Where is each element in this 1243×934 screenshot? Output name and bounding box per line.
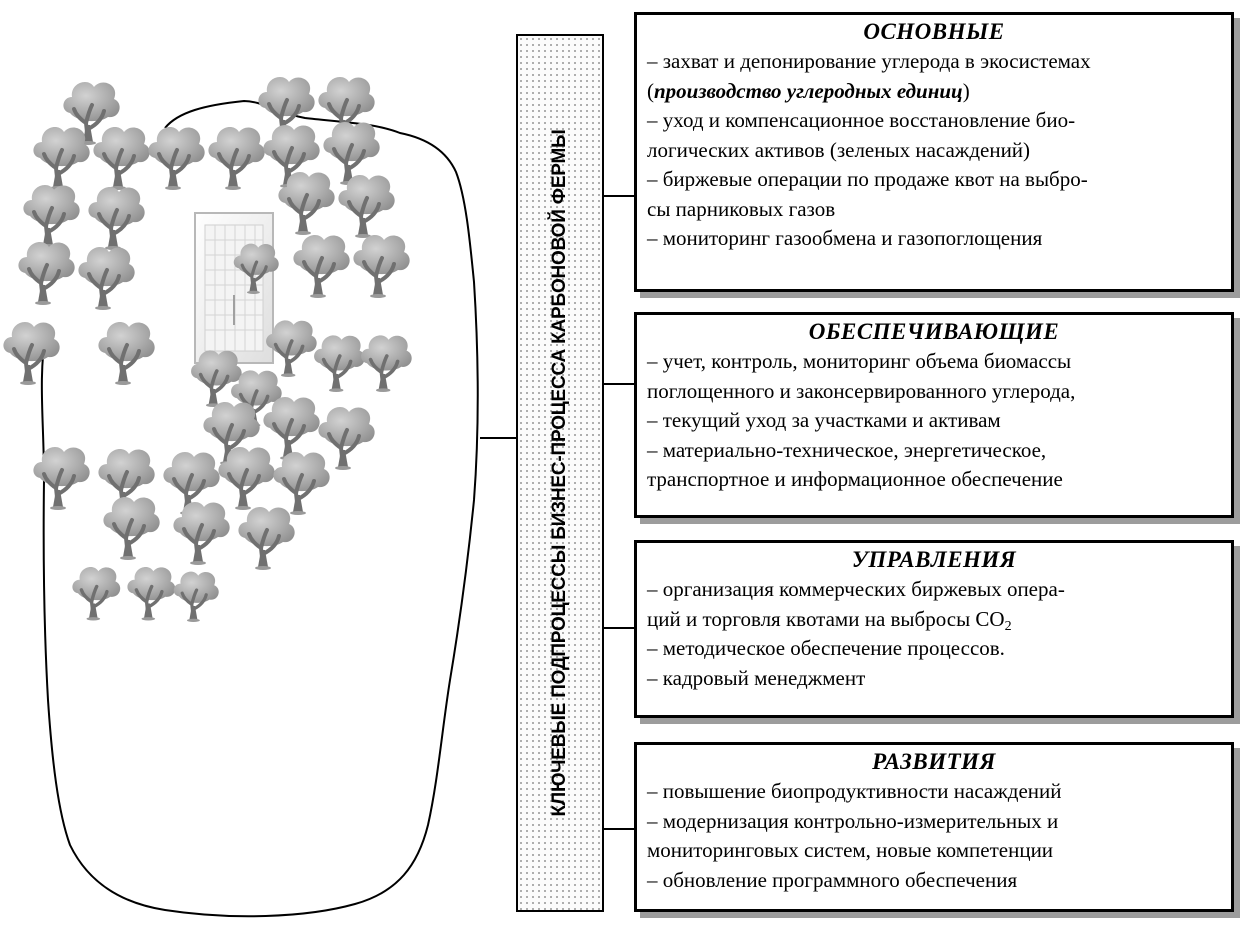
box-management-processes: УПРАВЛЕНИЯ – организация коммерческих би… [634,540,1234,718]
box-item: логических активов (зеленых насаждений) [647,137,1031,162]
box-item: транспортное и информационное обеспечени… [647,467,1063,491]
tree-icon [101,495,162,562]
tree-icon [171,500,232,567]
box-support-processes: ОБЕСПЕЧИВАЮЩИЕ – учет, контроль, монитор… [634,312,1234,518]
box-item: – методическое обеспечение процессов. [647,636,1005,660]
box-item: – биржевые операции по продаже квот на в… [647,167,1088,191]
box-title: ОБЕСПЕЧИВАЮЩИЕ [808,319,1060,344]
box-item: ций и торговля квотами на выбросы СО2 [647,605,1221,635]
connector-box-management [604,627,636,629]
box-item: поглощенного и законсервированного углер… [647,378,1076,403]
box-item: – материально-техническое, энергетическо… [647,437,1047,462]
tree-icon [146,125,207,192]
box-item: – организация коммерческих биржевых опер… [647,577,1065,601]
tree-icon [359,333,414,394]
connector-box-main [604,195,636,197]
tree-icon [172,570,221,624]
box-item: – кадровый менеджмент [647,665,866,690]
box-item: – модернизация контрольно-измерительных … [647,808,1059,833]
box-item: – уход и компенсационное восстановление … [647,108,1076,132]
tree-icon [1,320,62,387]
tree-icon [76,245,137,312]
tree-icon [16,240,77,307]
tree-icon [31,445,92,512]
box-item-text: ций и торговля квотами на выбросы СО [647,606,1005,631]
box-item: – захват и депонирование углерода в экос… [647,49,1091,73]
tree-icon [316,405,377,472]
tree-icon [86,185,147,252]
box-item: (производство углеродных единиц) [647,77,1221,107]
carbon-farm-illustration [1,75,479,918]
tree-icon [91,125,152,192]
box-item-prefix: ( [647,78,654,103]
box-item-emphasis: производство углеродных единиц [654,78,963,103]
greenhouse-building-icon [194,212,274,364]
vertical-title: КЛЮЧЕВЫЕ ПОДПРОЦЕССЫ БИЗНЕС-ПРОЦЕССА КАР… [549,129,570,817]
box-development-processes: РАЗВИТИЯ – повышение биопродуктивности н… [634,742,1234,912]
tree-icon [70,565,122,623]
tree-icon [261,395,322,462]
box-item: сы парниковых газов [647,196,836,221]
box-title: РАЗВИТИЯ [872,749,996,774]
box-item-list: – учет, контроль, мониторинг объема биом… [647,347,1221,495]
box-item-list: – организация коммерческих биржевых опер… [647,575,1221,693]
box-item-suffix: ) [962,78,970,103]
connector-box-support [604,383,636,385]
tree-icon [96,320,157,387]
box-item: – обновление программного обеспечения [647,867,1018,892]
tree-icon [312,333,367,394]
box-item: – текущий уход за участками и активам [647,408,1001,432]
box-item-list: – повышение биопродуктивности насаждений… [647,777,1221,895]
box-item: мониторинговых систем, новые компетенции [647,838,1054,862]
tree-icon [236,505,297,572]
connector-box-development [604,828,644,830]
connector-illustration [480,437,516,439]
tree-icon [321,120,382,187]
land-plot-outline [40,99,479,918]
box-title: УПРАВЛЕНИЯ [851,547,1017,572]
tree-icon [271,450,332,517]
tree-icon [125,565,177,623]
box-item: – учет, контроль, мониторинг объема биом… [647,349,1072,373]
subscript: 2 [1004,618,1012,634]
tree-icon [21,183,82,250]
tree-icon [291,233,352,300]
box-main-processes: ОСНОВНЫЕ – захват и депонирование углеро… [634,12,1234,292]
box-item: – мониторинг газообмена и газопоглощения [647,226,1043,250]
box-title: ОСНОВНЫЕ [863,19,1005,44]
vertical-title-bar: КЛЮЧЕВЫЕ ПОДПРОЦЕССЫ БИЗНЕС-ПРОЦЕССА КАР… [516,34,604,912]
box-item: – повышение биопродуктивности насаждений [647,779,1062,803]
box-item-list: – захват и депонирование углерода в экос… [647,47,1221,254]
tree-icon [351,233,412,300]
tree-icon [31,125,92,192]
tree-icon [206,125,267,192]
